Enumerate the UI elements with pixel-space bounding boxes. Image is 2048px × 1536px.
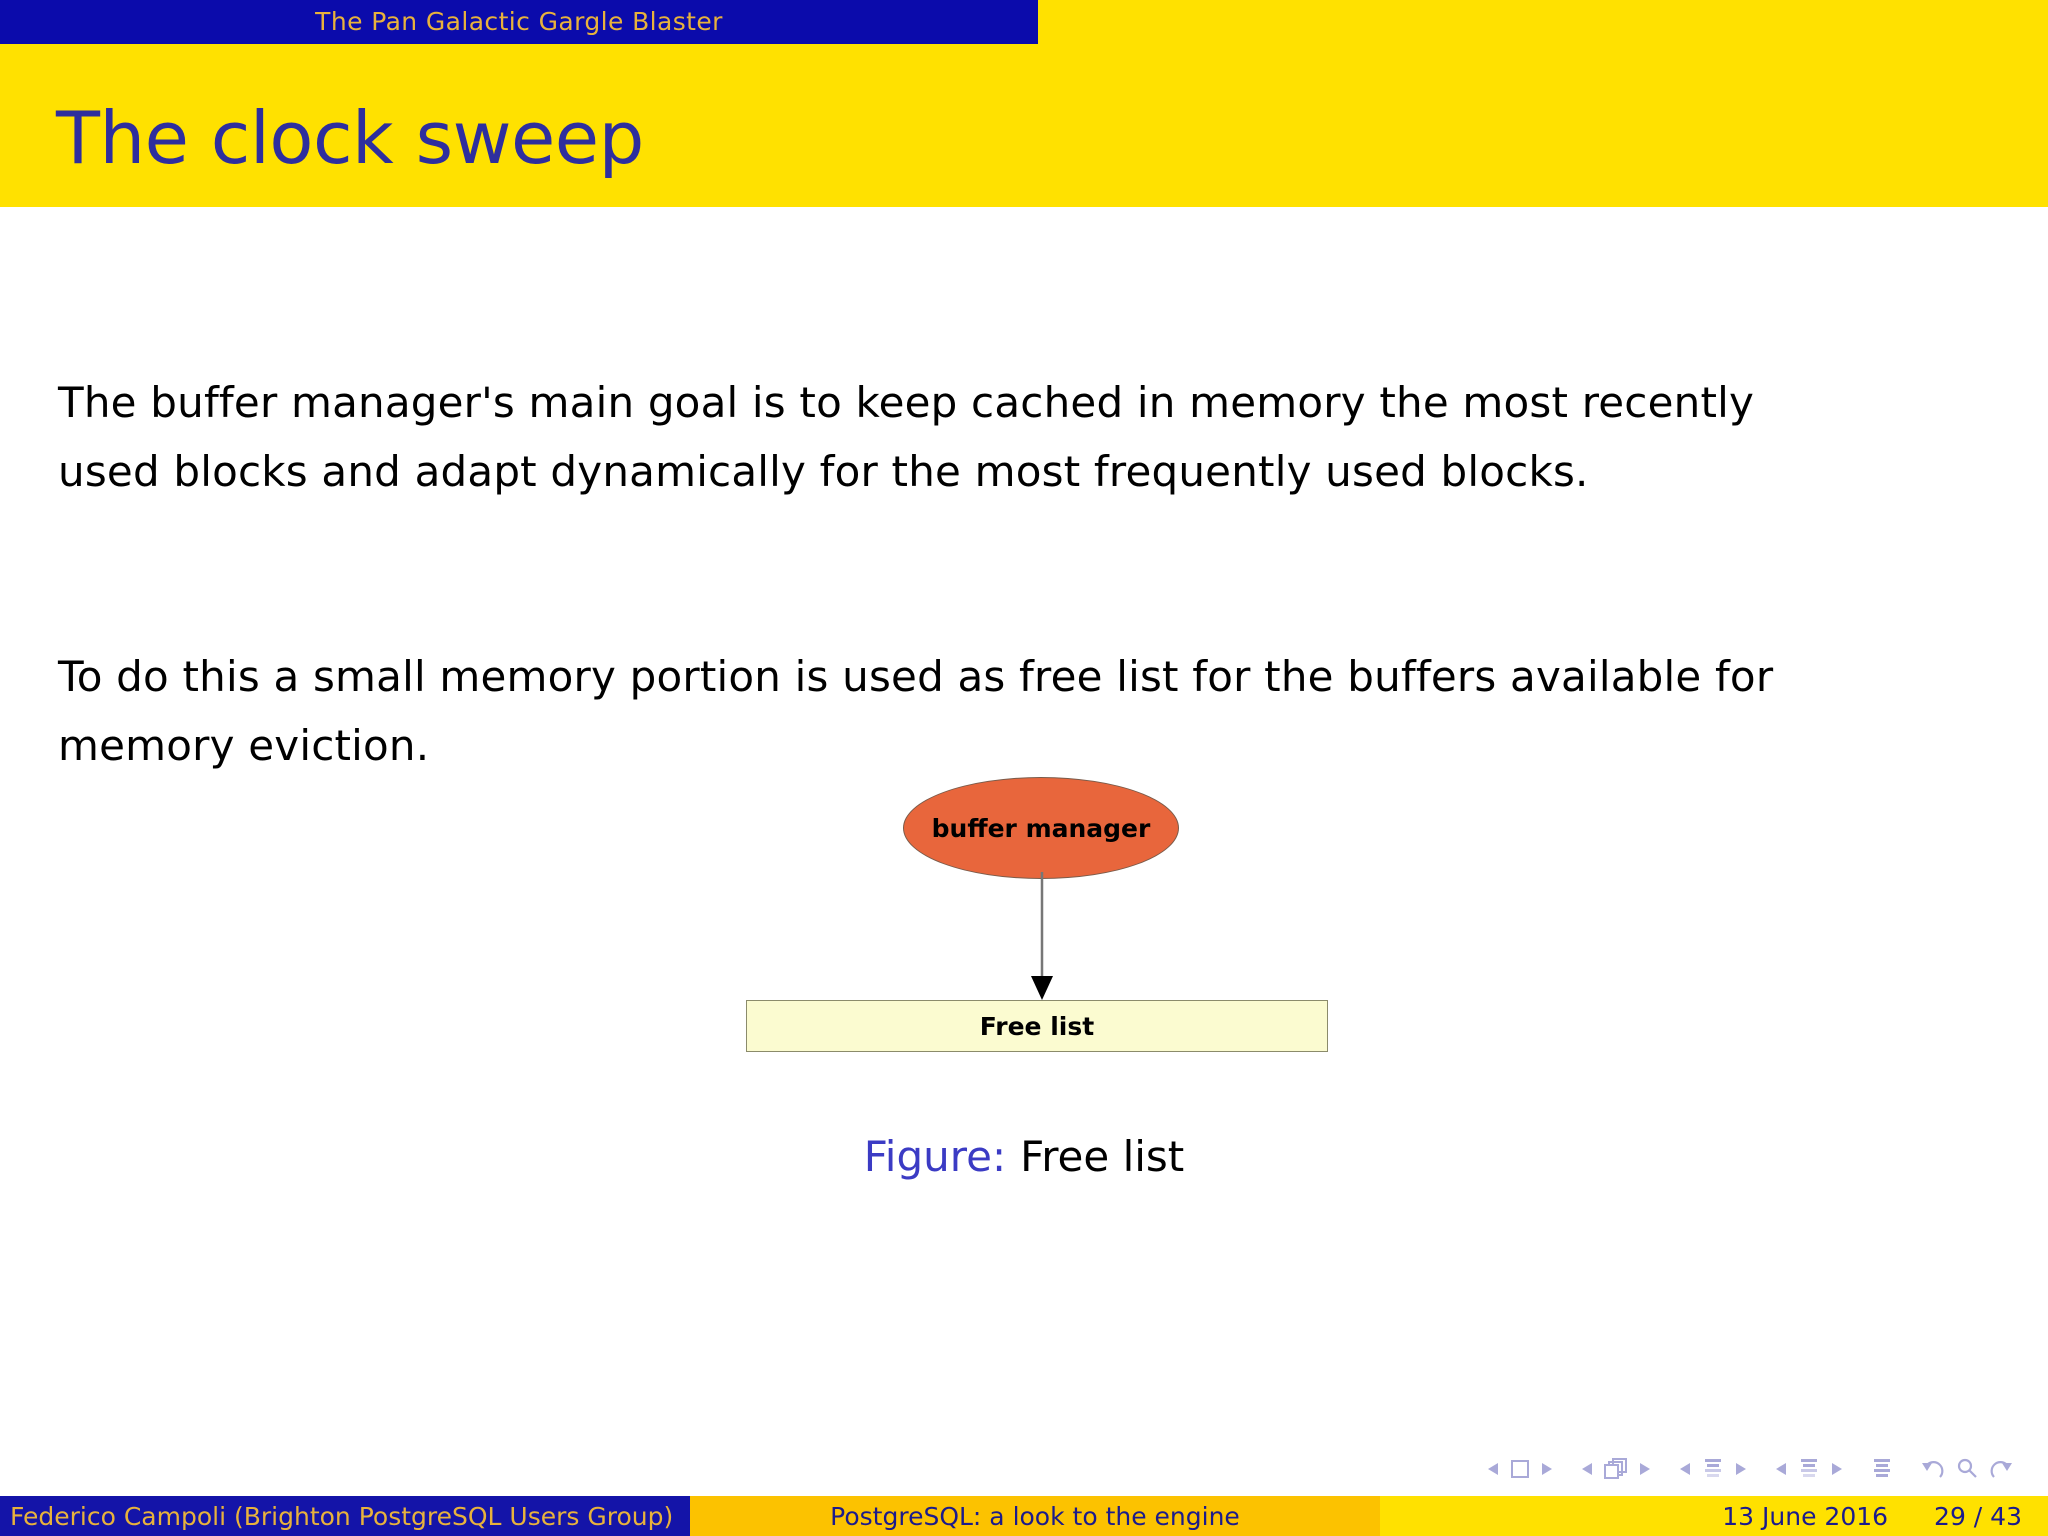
footer-right: 13 June 2016 29 / 43: [1380, 1496, 2048, 1536]
paragraph-1: The buffer manager's main goal is to kee…: [58, 368, 1990, 506]
footer-page-number: 29 / 43: [1934, 1501, 2022, 1531]
beamer-navigation-bar[interactable]: [1320, 1446, 2020, 1492]
figure-caption: Figure: Free list: [0, 1132, 2048, 1181]
paragraph-2: To do this a small memory portion is use…: [58, 642, 1990, 780]
frames-stack-icon[interactable]: [1603, 1457, 1629, 1481]
figure-caption-label: Figure: [863, 1132, 992, 1181]
prev-section-arrow-icon[interactable]: [1774, 1460, 1788, 1478]
back-undo-icon[interactable]: [1920, 1457, 1946, 1481]
slide-footer: Federico Campoli (Brighton PostgreSQL Us…: [0, 1496, 2048, 1536]
paragraph-2-line-1: To do this a small memory portion is use…: [58, 652, 1774, 701]
figure-caption-text: Free list: [1020, 1132, 1185, 1181]
nav-group-subsection: [1678, 1457, 1748, 1481]
nav-group-history: [1920, 1457, 2014, 1481]
diagram-node-free-list: Free list: [746, 1000, 1328, 1052]
prev-subsection-arrow-icon[interactable]: [1678, 1460, 1692, 1478]
document-lines-icon[interactable]: [1870, 1457, 1894, 1481]
figure-caption-colon: :: [991, 1132, 1007, 1181]
footer-talk-title: PostgreSQL: a look to the engine: [690, 1496, 1380, 1536]
slide-square-icon[interactable]: [1509, 1458, 1531, 1480]
subsection-lines-icon[interactable]: [1701, 1457, 1725, 1481]
footer-author: Federico Campoli (Brighton PostgreSQL Us…: [0, 1496, 690, 1536]
nav-group-frame: [1580, 1457, 1652, 1481]
next-section-arrow-icon[interactable]: [1830, 1460, 1844, 1478]
diagram-node-buffer-manager-label: buffer manager: [931, 813, 1151, 843]
forward-redo-icon[interactable]: [1988, 1457, 2014, 1481]
diagram-edge-arrow-icon: [1031, 872, 1053, 1000]
nav-group-section: [1774, 1457, 1844, 1481]
next-frame-arrow-icon[interactable]: [1638, 1460, 1652, 1478]
title-band: [0, 44, 2048, 207]
prev-frame-arrow-icon[interactable]: [1580, 1460, 1594, 1478]
nav-group-slide: [1486, 1458, 1554, 1480]
slide-body: The buffer manager's main goal is to kee…: [58, 368, 1990, 780]
next-subsection-arrow-icon[interactable]: [1734, 1460, 1748, 1478]
section-lines-icon[interactable]: [1797, 1457, 1821, 1481]
search-magnifier-icon[interactable]: [1955, 1457, 1979, 1481]
next-slide-arrow-icon[interactable]: [1540, 1460, 1554, 1478]
page-title: The clock sweep: [56, 96, 644, 180]
deck-title: The Pan Galactic Gargle Blaster: [315, 7, 723, 36]
nav-group-document: [1870, 1457, 1894, 1481]
paragraph-2-line-2: memory eviction.: [58, 721, 430, 770]
header-deck-title-bar: [0, 0, 1038, 44]
paragraph-1-line-2: used blocks and adapt dynamically for th…: [58, 447, 1589, 496]
diagram-node-free-list-label: Free list: [979, 1011, 1095, 1041]
prev-slide-arrow-icon[interactable]: [1486, 1460, 1500, 1478]
footer-date: 13 June 2016: [1722, 1501, 1889, 1531]
paragraph-1-line-1: The buffer manager's main goal is to kee…: [58, 378, 1755, 427]
diagram-node-buffer-manager: buffer manager: [903, 777, 1179, 879]
